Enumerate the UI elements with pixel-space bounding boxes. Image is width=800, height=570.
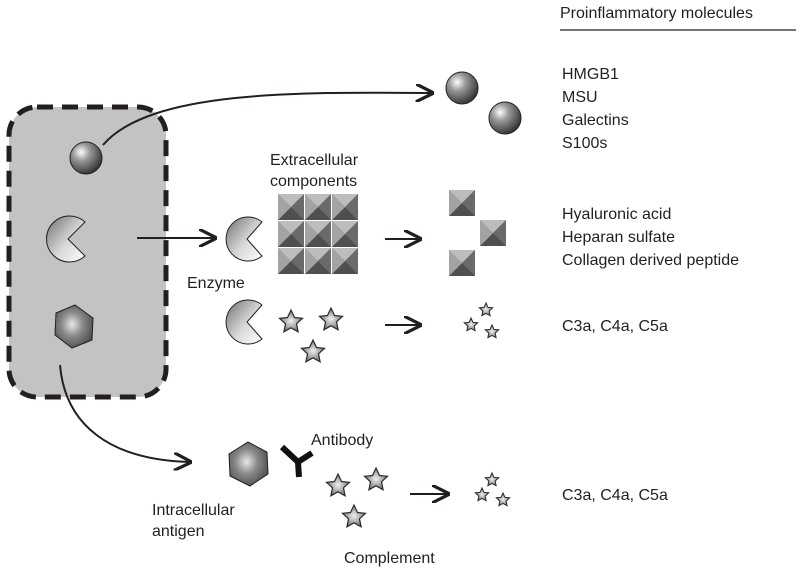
matrix-grid [278,194,358,274]
antigen-release-arrow [59,364,190,462]
damp-item: S100s [562,135,607,152]
complement-stars-enzyme [278,307,344,363]
complement-fragments-enzyme [463,302,500,339]
matrix-item: Heparan sulfate [562,229,675,246]
damp-sphere-icon [488,101,522,135]
extracellular-label-line2: components [270,173,357,190]
damp-molecule-list: HMGB1 MSU Galectins S100s [562,66,629,152]
extracellular-label-line1: Extracellular [270,152,359,169]
complement-stars-antibody [325,467,389,528]
matrix-item: Collagen derived peptide [562,252,739,269]
matrix-item: Hyaluronic acid [562,206,671,223]
intracellular-antigen-hexagon-icon [228,441,269,487]
enzyme-complement-icon [225,299,263,345]
antibody-label: Antibody [311,432,373,449]
intracellular-antigen-label-line2: antigen [152,523,205,540]
header-title: Proinflammatory molecules [560,5,753,22]
complement-list-enzyme: C3a, C4a, C5a [562,318,668,335]
damp-item: HMGB1 [562,66,619,83]
release-arrow [102,93,432,146]
cell-enzyme-icon [46,215,86,263]
damp-item: MSU [562,89,598,106]
matrix-fragments [449,190,506,276]
matrix-molecule-list: Hyaluronic acid Heparan sulfate Collagen… [562,206,739,269]
cell-sphere-icon [69,141,103,175]
cell-antigen-hexagon-icon [54,304,94,349]
cell [6,104,169,400]
damp-item: Galectins [562,112,629,129]
damp-sphere-icon [445,71,479,105]
enzyme-icon [225,216,263,262]
complement-fragments-antibody [474,472,511,507]
antibody-icon [279,444,314,478]
complement-label: Complement [344,550,435,567]
complement-list-antibody: C3a, C4a, C5a [562,487,668,504]
intracellular-antigen-label-line1: Intracellular [152,502,235,519]
enzyme-label: Enzyme [187,275,245,292]
